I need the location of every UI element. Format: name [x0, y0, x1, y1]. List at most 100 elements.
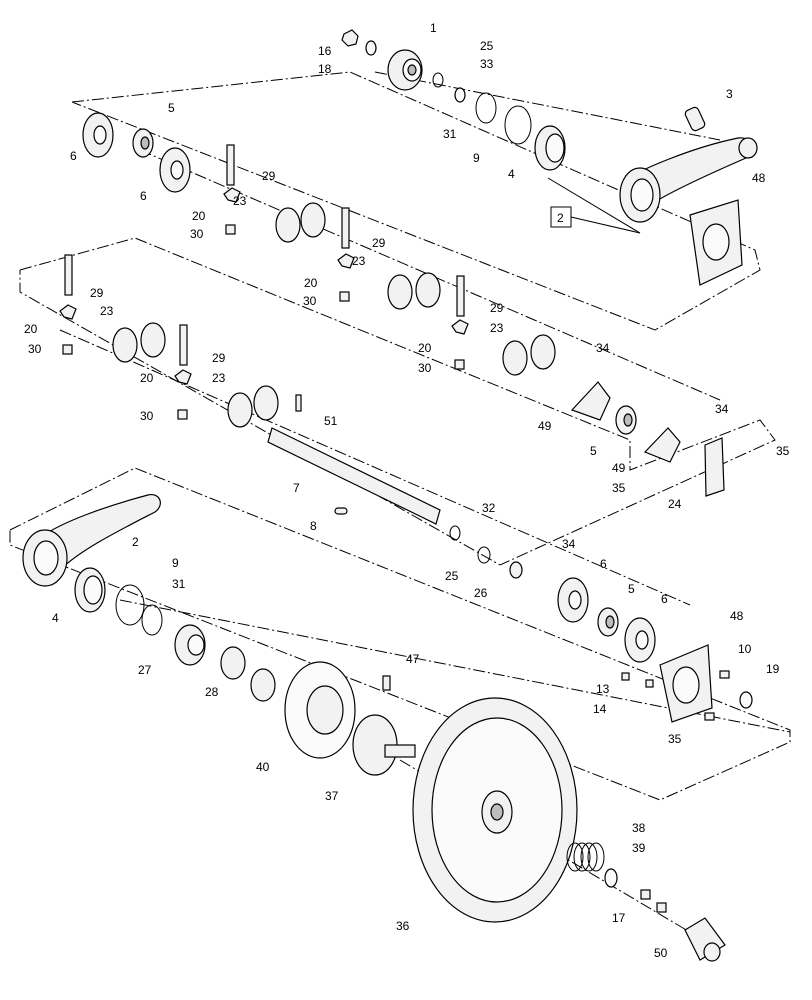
- callout-20: 20: [140, 371, 154, 385]
- callout-3: 3: [726, 87, 733, 101]
- part-disc-40: [284, 661, 356, 759]
- part-bearing-4-lower: [74, 567, 106, 613]
- callout-24: 24: [668, 497, 682, 511]
- part-hub-27: [174, 624, 206, 666]
- part-washer-33: [454, 87, 466, 103]
- part-bracket-49-a: [570, 381, 611, 421]
- part-hub-37: [352, 714, 416, 776]
- callout-14: 14: [593, 702, 607, 716]
- callout-40: 40: [256, 760, 270, 774]
- callout-6: 6: [661, 592, 668, 606]
- callout-30: 30: [140, 409, 154, 423]
- part-bolt-29-2: [337, 207, 355, 302]
- callout-4: 4: [508, 167, 515, 181]
- callout-31: 31: [172, 577, 186, 591]
- callout-2: 2: [132, 535, 139, 549]
- boxed-callout: 2: [547, 177, 641, 234]
- callout-13: 13: [596, 682, 610, 696]
- part-key-8: [334, 507, 348, 515]
- callout-36: 36: [396, 919, 410, 933]
- callout-47: 47: [406, 652, 420, 666]
- callout-9: 9: [473, 151, 480, 165]
- callout-34: 34: [596, 341, 610, 355]
- callout-29: 29: [90, 286, 104, 300]
- part-bearing-5-low: [597, 607, 619, 637]
- part-bevel-gears-23-4: [112, 322, 166, 363]
- part-nut-16: [341, 29, 359, 47]
- callout-5: 5: [628, 582, 635, 596]
- part-bearing-5-top: [132, 128, 154, 158]
- part-cap-50: [684, 917, 726, 962]
- part-bolt-29-4: [59, 254, 77, 355]
- part-pin-51: [295, 394, 302, 412]
- callout-25: 25: [480, 39, 494, 53]
- callout-5: 5: [168, 101, 175, 115]
- callout-34: 34: [715, 402, 729, 416]
- callout-29: 29: [262, 169, 276, 183]
- callout-6: 6: [70, 149, 77, 163]
- callout-20: 20: [418, 341, 432, 355]
- callout-20: 20: [192, 209, 206, 223]
- part-bevel-gears-23-1: [275, 202, 326, 243]
- part-ring-25-mid: [477, 546, 491, 564]
- part-connecting-rod-top: [619, 137, 758, 223]
- part-bearing-5-mid: [615, 405, 637, 435]
- callout-30: 30: [190, 227, 204, 241]
- part-hardware-lower: [621, 670, 753, 721]
- part-ring-31-lower: [141, 604, 163, 636]
- callout-49: 49: [612, 461, 626, 475]
- callout-23: 23: [212, 371, 226, 385]
- part-bracket-24: [704, 437, 725, 497]
- part-shaft-7: [267, 427, 441, 525]
- callout-32: 32: [482, 501, 496, 515]
- callout-49: 49: [538, 419, 552, 433]
- callout-6: 6: [140, 189, 147, 203]
- callout-1: 1: [430, 21, 437, 35]
- callout-37: 37: [325, 789, 339, 803]
- part-ring-32: [449, 525, 461, 541]
- part-bevel-gears-23-3: [502, 334, 556, 376]
- part-collar-26: [509, 561, 523, 579]
- callout-30: 30: [303, 294, 317, 308]
- part-grease-fitting-47: [382, 675, 391, 691]
- part-ring-9-top: [504, 105, 532, 145]
- callout-17: 17: [612, 911, 626, 925]
- part-flywheel-36: [412, 697, 578, 923]
- part-bolt-29-1: [223, 144, 241, 235]
- callout-6: 6: [600, 557, 607, 571]
- callout-23: 23: [100, 304, 114, 318]
- callout-50: 50: [654, 946, 668, 960]
- callout-33: 33: [480, 57, 494, 71]
- part-pin-3: [684, 106, 706, 132]
- part-bolt-29-5: [174, 324, 192, 420]
- callout-18: 18: [318, 62, 332, 76]
- part-flange-6-a: [82, 112, 114, 158]
- callout-7: 7: [293, 481, 300, 495]
- callout-27: 27: [138, 663, 152, 677]
- part-washer-18: [365, 40, 377, 56]
- callout-26: 26: [474, 586, 488, 600]
- part-spring-38: [566, 842, 605, 872]
- part-bevel-gears-23-2: [387, 272, 441, 310]
- boxed-callout-text: 2: [557, 211, 564, 225]
- part-bolt-29-3: [451, 275, 469, 370]
- part-connecting-rod-lower: [22, 493, 161, 587]
- group-outlines: [9, 71, 791, 801]
- callout-34: 34: [562, 537, 576, 551]
- callout-48: 48: [730, 609, 744, 623]
- callout-16: 16: [318, 44, 332, 58]
- part-nuts-17: [640, 889, 667, 913]
- part-coupling-28: [220, 646, 276, 702]
- callout-8: 8: [310, 519, 317, 533]
- part-flange-6-b: [159, 147, 191, 193]
- callout-29: 29: [372, 236, 386, 250]
- part-flanged-bearing-1: [387, 49, 423, 91]
- callout-10: 10: [738, 642, 752, 656]
- part-ring-9-lower: [115, 584, 145, 626]
- callout-35: 35: [776, 444, 790, 458]
- callout-39: 39: [632, 841, 646, 855]
- callout-20: 20: [304, 276, 318, 290]
- callout-4: 4: [52, 611, 59, 625]
